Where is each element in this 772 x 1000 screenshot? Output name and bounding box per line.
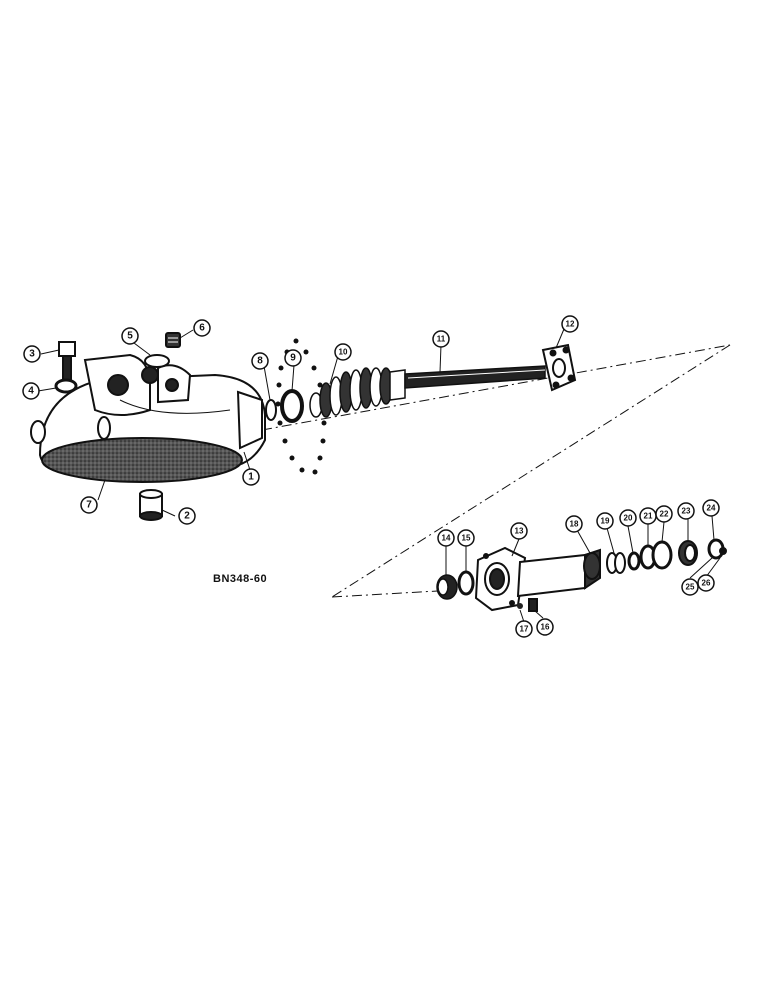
alignment-lines bbox=[261, 344, 731, 598]
bushing-part bbox=[139, 489, 163, 521]
callout-18: 18 bbox=[570, 520, 579, 529]
lock-washer-part bbox=[517, 603, 523, 609]
flange-plate-part bbox=[541, 343, 577, 392]
adjuster-nut-part bbox=[436, 574, 458, 600]
callout-19: 19 bbox=[601, 517, 610, 526]
callout-23: 23 bbox=[682, 507, 691, 516]
o-ring-part bbox=[144, 354, 170, 368]
bearing-stack bbox=[583, 538, 727, 580]
callout-17: 17 bbox=[520, 625, 529, 634]
race-part bbox=[280, 389, 304, 423]
callout-10: 10 bbox=[339, 348, 348, 357]
screw-part bbox=[528, 598, 538, 612]
housing-part bbox=[38, 353, 266, 483]
seal-ring-part bbox=[457, 570, 475, 596]
callout-1: 1 bbox=[248, 472, 254, 483]
callout-4: 4 bbox=[28, 386, 34, 397]
leader-lines bbox=[37, 328, 721, 623]
callout-7: 7 bbox=[86, 500, 92, 511]
callout-14: 14 bbox=[442, 534, 451, 543]
callout-8: 8 bbox=[257, 356, 263, 367]
callout-13: 13 bbox=[515, 527, 524, 536]
drawing-code: BN348-60 bbox=[213, 573, 267, 585]
callout-21: 21 bbox=[644, 512, 653, 521]
sector-shaft-part bbox=[474, 546, 601, 612]
plug-part bbox=[165, 332, 181, 348]
callout-26: 26 bbox=[702, 579, 711, 588]
callout-15: 15 bbox=[462, 534, 471, 543]
bolt-part bbox=[58, 341, 76, 387]
callout-22: 22 bbox=[660, 510, 669, 519]
callout-5: 5 bbox=[127, 331, 133, 342]
worm-shaft-part bbox=[309, 365, 546, 418]
callout-6: 6 bbox=[199, 323, 205, 334]
washer-part bbox=[54, 378, 78, 394]
callout-25: 25 bbox=[686, 583, 695, 592]
callout-2: 2 bbox=[184, 511, 190, 522]
port-ring bbox=[30, 420, 46, 444]
callout-24: 24 bbox=[707, 504, 716, 513]
callout-3: 3 bbox=[29, 349, 35, 360]
callout-12: 12 bbox=[566, 320, 575, 329]
snap-ring-part bbox=[265, 399, 277, 421]
callout-20: 20 bbox=[624, 514, 633, 523]
callout-bubbles bbox=[22, 315, 720, 638]
callout-11: 11 bbox=[437, 335, 446, 344]
callout-16: 16 bbox=[541, 623, 550, 632]
callout-9: 9 bbox=[290, 353, 296, 364]
